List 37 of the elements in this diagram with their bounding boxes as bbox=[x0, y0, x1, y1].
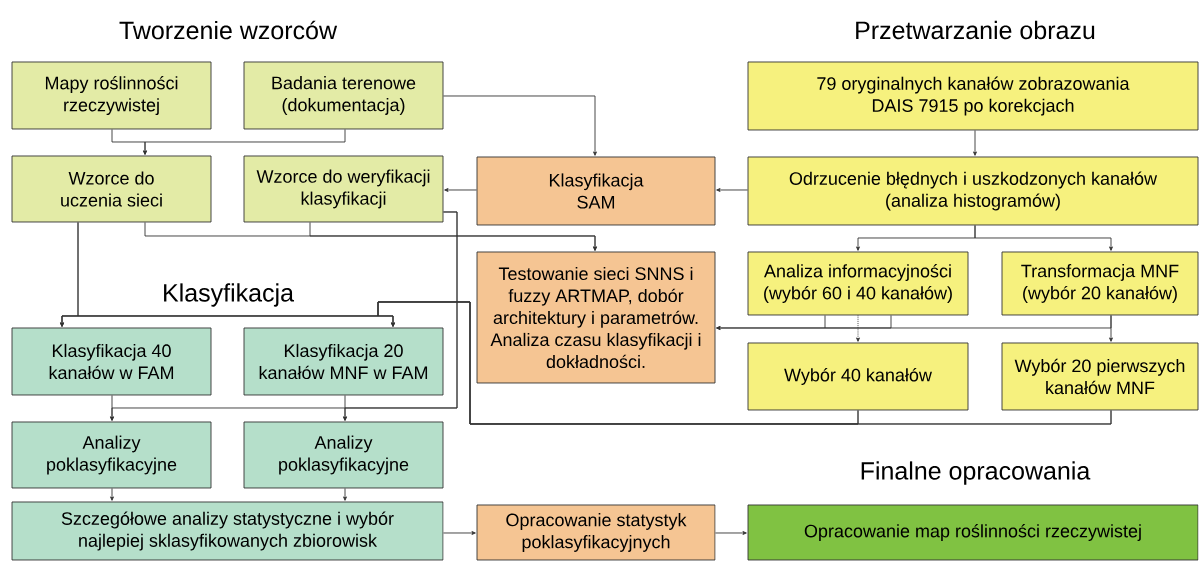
process-box: Wybór 40 kanałów bbox=[747, 342, 969, 411]
section-heading: Finalne opracowania bbox=[861, 461, 1091, 485]
arrow bbox=[110, 488, 114, 501]
section-heading: Klasyfikacja bbox=[164, 283, 294, 307]
arrow bbox=[974, 225, 1113, 251]
process-box: Analizy poklasyfikacyjne bbox=[243, 421, 444, 489]
arrow bbox=[444, 188, 477, 192]
section-heading: Tworzenie wzorców bbox=[119, 20, 338, 40]
arrow bbox=[1109, 315, 1113, 342]
process-box: Analiza informacyjności (wybór 60 i 40 kanałów) bbox=[747, 251, 969, 316]
arrow bbox=[143, 129, 346, 155]
process-box: Wybór 20 pierwszych kanałów MNF bbox=[1001, 342, 1199, 411]
process-box: Mapy roślinności rzeczywistej bbox=[11, 61, 212, 130]
process-box: Wzorce do weryfikacji klasyfikacji bbox=[243, 155, 444, 223]
process-box: Klasyfikacja SAM bbox=[476, 156, 716, 226]
arrow bbox=[443, 95, 597, 156]
arrow bbox=[443, 531, 476, 535]
process-box: Szczegółowe analizy statystyczne i wybór najlepiej sklasyfikowanych zbiorowisk bbox=[11, 501, 444, 561]
process-box: Transformacja MNF (wybór 20 kanałów) bbox=[1001, 251, 1199, 316]
process-box: Opracowanie statystyk poklasyfikacyjnych bbox=[476, 504, 716, 561]
arrow bbox=[715, 531, 747, 535]
process-box: Wzorce do uczenia sieci bbox=[11, 155, 212, 223]
process-box: Klasyfikacja 40 kanałów w FAM bbox=[11, 327, 212, 396]
process-box: Badania terenowe (dokumentacja) bbox=[243, 61, 444, 130]
process-box: Analizy poklasyfikacyjne bbox=[11, 421, 212, 489]
process-box: Odrzucenie błędnych i uszkodzonych kanałów (analiza histogramów) bbox=[747, 156, 1199, 226]
process-box: Klasyfikacja 20 kanałów MNF w FAM bbox=[243, 327, 444, 396]
arrow bbox=[856, 315, 860, 342]
arrow bbox=[716, 188, 748, 192]
arrow bbox=[343, 211, 458, 421]
process-box: 79 oryginalnych kanałów zobrazowania DAIS 7915 po korekcjach bbox=[747, 61, 1199, 131]
process-box: Testowanie sieci SNNS i fuzzy ARTMAP, dobór architektury i parametrów. Analiza czasu klasyfikacji i dokładności. bbox=[476, 251, 716, 384]
arrow bbox=[309, 222, 597, 251]
arrow bbox=[377, 301, 1112, 425]
arrow bbox=[343, 488, 347, 501]
process-box: Opracowanie map roślinności rzeczywistej bbox=[747, 504, 1199, 561]
arrow bbox=[973, 130, 977, 156]
